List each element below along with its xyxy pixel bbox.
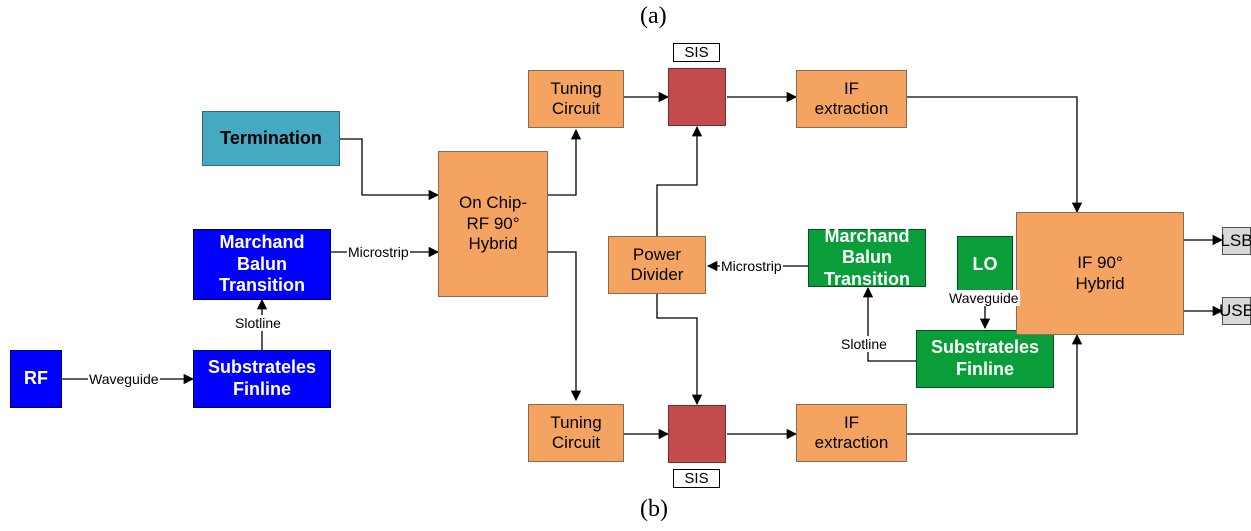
- rf-hybrid-block: On Chip- RF 90° Hybrid: [438, 151, 548, 297]
- if-extraction-bottom: IF extraction: [796, 404, 907, 462]
- sis-mixer-bottom: [668, 405, 726, 463]
- rf-finline-block: Substrateles Finline: [193, 350, 331, 408]
- usb-output: USB: [1219, 297, 1251, 325]
- slotline-label-lo: Slotline: [840, 336, 888, 352]
- tuning-circuit-bottom: Tuning Circuit: [528, 404, 624, 462]
- rf-marchand-balun-block: Marchand Balun Transition: [193, 229, 331, 300]
- tuning-circuit-top: Tuning Circuit: [528, 70, 624, 128]
- sis-mixer-top: [668, 68, 726, 126]
- sis-label-top: SIS: [673, 43, 720, 62]
- termination-block: Termination: [202, 111, 340, 166]
- sis-label-bottom: SIS: [673, 469, 720, 488]
- waveguide-label-lo: Waveguide: [948, 290, 1020, 306]
- lsb-output: LSB: [1220, 227, 1251, 255]
- if-hybrid-block: IF 90° Hybrid: [1016, 212, 1184, 335]
- microstrip-label-lo: Microstrip: [720, 258, 783, 274]
- microstrip-label-rf: Microstrip: [347, 244, 410, 260]
- lo-marchand-balun-block: Marchand Balun Transition: [808, 226, 926, 289]
- caption-bottom: (b): [640, 496, 668, 522]
- waveguide-label-rf: Waveguide: [88, 371, 160, 387]
- rf-source-block: RF: [10, 350, 62, 408]
- lo-finline-block: Substrateles Finline: [916, 330, 1054, 388]
- slotline-label-rf: Slotline: [234, 315, 282, 331]
- if-extraction-top: IF extraction: [796, 70, 907, 128]
- lo-source-block: LO: [957, 236, 1013, 294]
- power-divider-block: Power Divider: [608, 236, 706, 294]
- caption-top: (a): [640, 3, 667, 29]
